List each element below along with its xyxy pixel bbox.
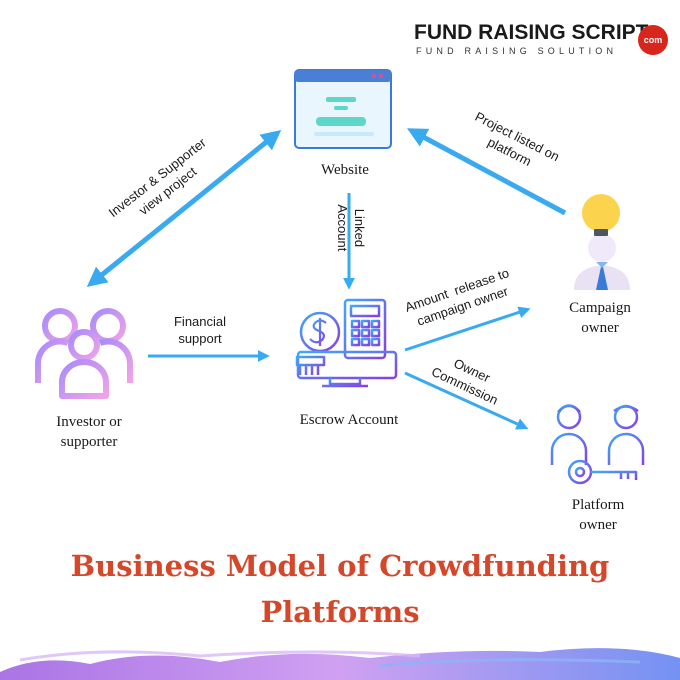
diagram-title-line2: Platforms [260,595,420,629]
campaign-label-line2: owner [581,320,619,336]
platform-label-line1: Platform [571,497,625,513]
diagram-title-line1: Business Model of Crowdfunding [70,549,610,583]
website-icon [294,69,392,149]
investor-icon [35,308,133,399]
arrow-escrow-platform [404,371,529,430]
bottom-brush-decoration [0,648,680,680]
logo-wordmark: FUND RAISING SCRIPT [414,21,649,44]
arrow-investor-website [86,129,282,288]
campaign-owner-icon [574,194,630,290]
campaign-label-line1: Campaign [569,300,631,316]
platform-label-line2: owner [579,517,617,533]
escrow-label: Escrow Account [299,412,399,428]
arrow-campaign-website [406,128,567,216]
edge-label-linked-account: Linked Account [335,204,367,252]
edge-label-financial-support: Financial support [173,314,227,346]
platform-owner-icon [550,404,645,485]
investor-label-line2: supporter [60,434,118,450]
website-label: Website [321,162,369,178]
logo-badge: com [638,25,668,55]
arrow-escrow-campaign [404,306,531,352]
investor-label-line1: Investor or [56,414,122,430]
escrow-icon [295,298,398,388]
logo-tagline: FUND RAISING SOLUTION [416,46,618,56]
